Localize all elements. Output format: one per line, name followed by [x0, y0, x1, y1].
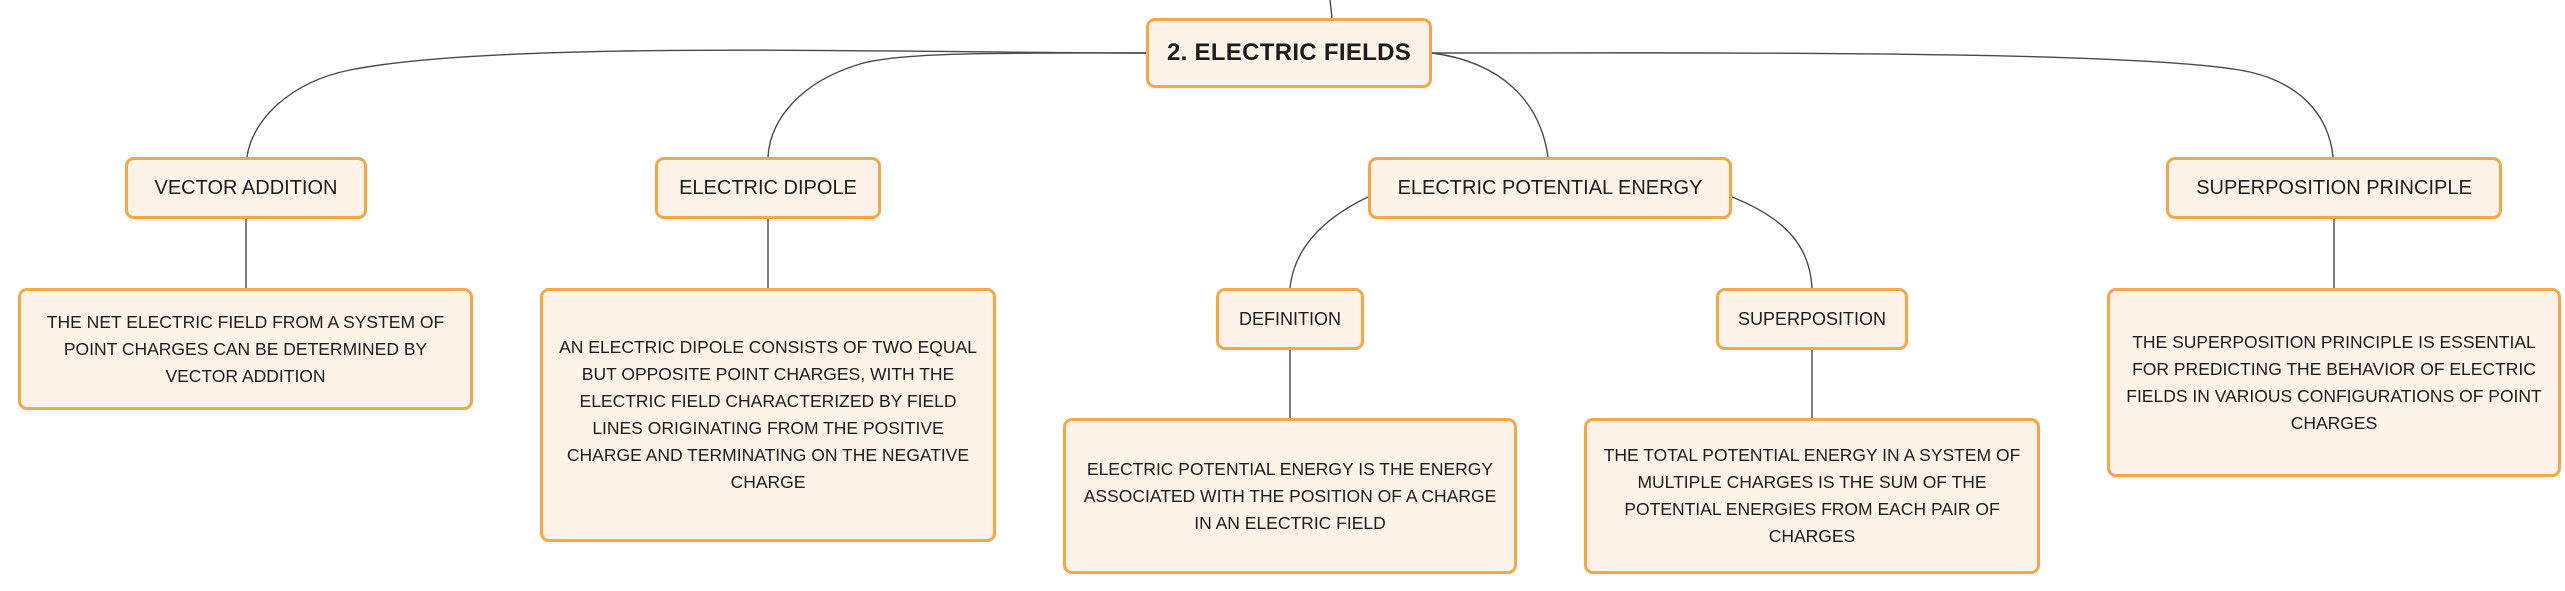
- connector-root-to-vector-addition: [246, 49, 1147, 158]
- topic-label: ELECTRIC DIPOLE: [679, 176, 857, 199]
- description-text: THE TOTAL POTENTIAL ENERGY IN A SYSTEM O…: [1603, 445, 2021, 546]
- topic-superposition-principle[interactable]: SUPERPOSITION PRINCIPLE: [2166, 157, 2502, 219]
- connector-parent-to-root: [1329, 0, 1333, 19]
- root-node[interactable]: 2. ELECTRIC FIELDS: [1146, 18, 1432, 88]
- connector-root-to-electric-dipole: [767, 52, 1147, 158]
- topic-vector-addition[interactable]: VECTOR ADDITION: [125, 157, 367, 219]
- connector-potential-energy-to-superposition: [1731, 196, 1813, 289]
- superposition-principle-description[interactable]: THE SUPERPOSITION PRINCIPLE IS ESSENTIAL…: [2107, 288, 2561, 477]
- description-text: THE SUPERPOSITION PRINCIPLE IS ESSENTIAL…: [2126, 331, 2542, 433]
- topic-label: SUPERPOSITION PRINCIPLE: [2196, 176, 2472, 199]
- topic-label: VECTOR ADDITION: [154, 176, 338, 199]
- topic-electric-dipole[interactable]: ELECTRIC DIPOLE: [655, 157, 881, 219]
- electric-dipole-description[interactable]: AN ELECTRIC DIPOLE CONSISTS OF TWO EQUAL…: [540, 288, 996, 542]
- vector-addition-description[interactable]: THE NET ELECTRIC FIELD FROM A SYSTEM OF …: [18, 288, 473, 410]
- subtopic-label: SUPERPOSITION: [1737, 308, 1887, 329]
- description-text: AN ELECTRIC DIPOLE CONSISTS OF TWO EQUAL…: [559, 337, 977, 492]
- subtopic-superposition[interactable]: SUPERPOSITION: [1716, 288, 1908, 350]
- connector-potential-energy-to-definition: [1289, 196, 1369, 289]
- connector-root-to-superposition-principle: [1431, 52, 2334, 158]
- definition-description[interactable]: ELECTRIC POTENTIAL ENERGY IS THE ENERGY …: [1063, 418, 1517, 574]
- description-text: ELECTRIC POTENTIAL ENERGY IS THE ENERGY …: [1083, 458, 1497, 533]
- description-text: THE NET ELECTRIC FIELD FROM A SYSTEM OF …: [46, 311, 445, 386]
- subtopic-label: DEFINITION: [1239, 308, 1341, 329]
- topic-electric-potential-energy[interactable]: ELECTRIC POTENTIAL ENERGY: [1368, 157, 1732, 219]
- topic-label: ELECTRIC POTENTIAL ENERGY: [1397, 176, 1703, 199]
- superposition-description[interactable]: THE TOTAL POTENTIAL ENERGY IN A SYSTEM O…: [1584, 418, 2040, 574]
- connector-root-to-potential-energy: [1431, 52, 1549, 158]
- subtopic-definition[interactable]: DEFINITION: [1216, 288, 1364, 350]
- root-title: 2. ELECTRIC FIELDS: [1166, 39, 1412, 66]
